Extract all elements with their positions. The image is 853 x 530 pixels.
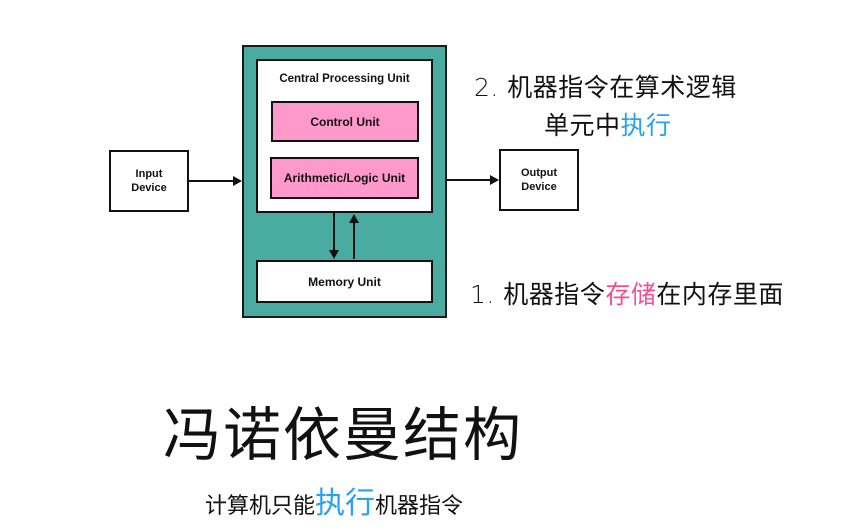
note-execute-line2: 单元中执行 bbox=[544, 106, 672, 142]
note-execute-highlight: 执行 bbox=[620, 111, 672, 140]
output-device-label-line1: Output bbox=[520, 167, 558, 179]
alu-box: Arithmetic/Logic Unit bbox=[270, 157, 419, 199]
note-storage-suffix: 在内存里面 bbox=[656, 280, 784, 309]
note-storage: 1. 机器指令存储在内存里面 bbox=[470, 275, 784, 311]
alu-label: Arithmetic/Logic Unit bbox=[283, 171, 406, 185]
memory-unit-box: Memory Unit bbox=[256, 260, 433, 303]
note-storage-highlight: 存储 bbox=[605, 280, 657, 309]
cpu-to-output-arrowhead bbox=[490, 175, 499, 185]
subtitle: 计算机只能执行机器指令 bbox=[205, 478, 463, 522]
output-device-box: Output Device bbox=[499, 149, 579, 211]
note-execute-prefix: 单元中 bbox=[544, 111, 621, 140]
input-device-box: Input Device bbox=[109, 150, 189, 212]
cpu-title: Central Processing Unit bbox=[279, 73, 410, 85]
subtitle-suffix: 机器指令 bbox=[375, 494, 464, 519]
page-title: 冯诺依曼结构 bbox=[163, 401, 524, 469]
note-execute-line1: 2. 机器指令在算术逻辑 bbox=[474, 73, 737, 102]
cpu-to-memory-arrowhead bbox=[329, 250, 339, 259]
control-unit-label: Control Unit bbox=[310, 114, 380, 129]
memory-unit-label: Memory Unit bbox=[308, 274, 381, 289]
input-device-label-line1: Input bbox=[135, 168, 163, 180]
control-unit-box: Control Unit bbox=[271, 101, 419, 142]
subtitle-highlight: 执行 bbox=[315, 486, 376, 521]
subtitle-prefix: 计算机只能 bbox=[205, 494, 316, 519]
output-device-label-line2: Device bbox=[521, 181, 557, 193]
input-device-label-line2: Device bbox=[131, 182, 167, 194]
note-storage-prefix: 1. 机器指令 bbox=[470, 280, 606, 309]
memory-to-cpu-arrowhead bbox=[349, 214, 359, 223]
input-to-cpu-arrowhead bbox=[233, 176, 242, 186]
